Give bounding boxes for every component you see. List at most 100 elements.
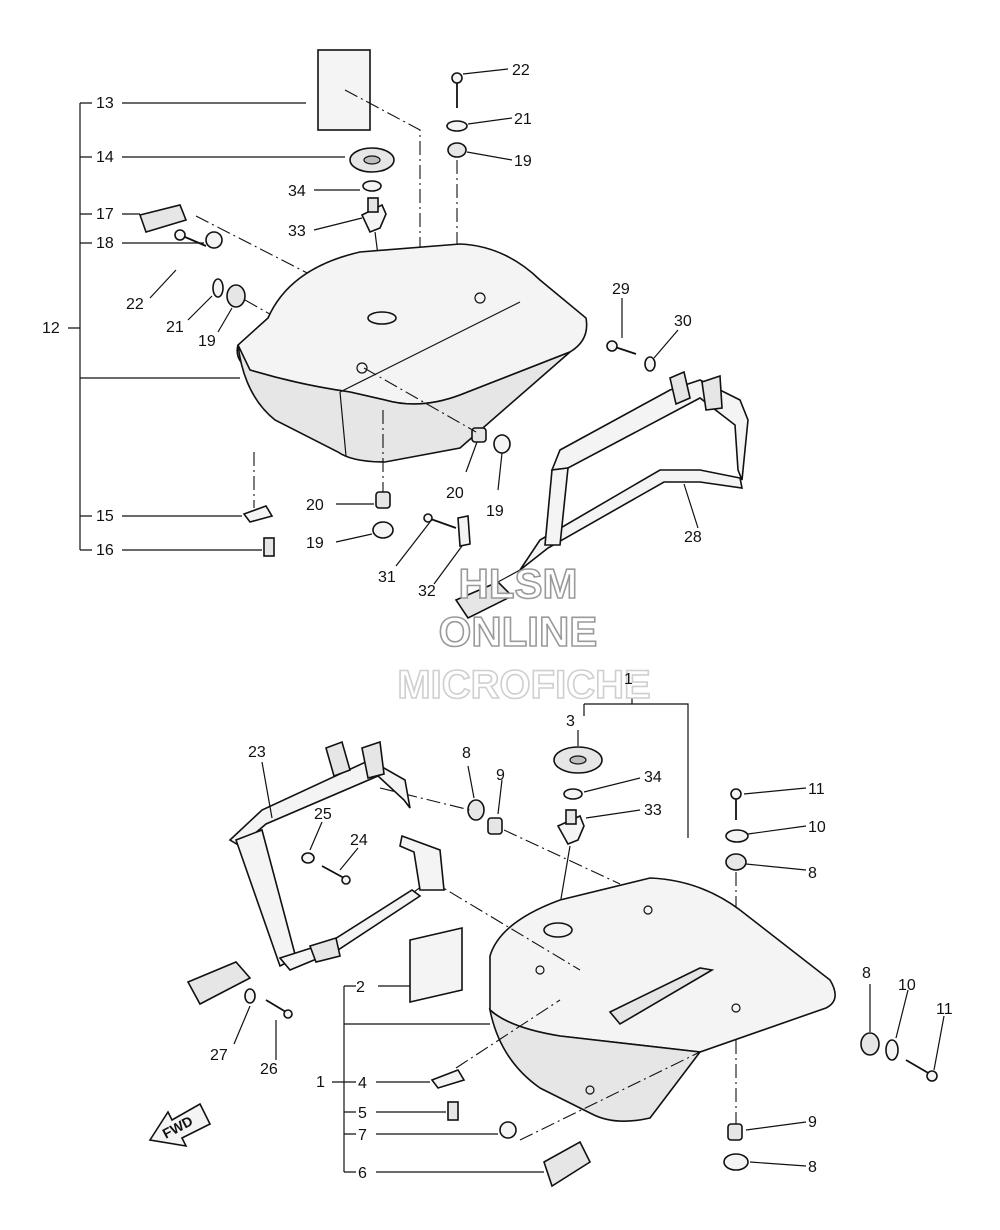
grommet-19-low: [372, 521, 394, 539]
saddlebag-right-mount-hole-3: [731, 1003, 741, 1013]
watermark-line2: ONLINE: [439, 608, 598, 655]
watermark-line1: HLSM: [459, 560, 578, 607]
saddlebag-right-case: [488, 1007, 702, 1122]
bracket-28-tab-1: [669, 370, 691, 406]
saddlebag-left-seam: [339, 301, 521, 457]
grommet-8-bottom: [723, 1153, 749, 1171]
callout-2: 2: [356, 979, 365, 996]
callout-18: 18: [96, 235, 114, 252]
callout-20-low: 20: [306, 497, 324, 514]
group-1-bottom-bracket: [332, 985, 356, 1173]
leader-21b: [187, 295, 213, 321]
grommet-8-upper: [467, 799, 485, 821]
callout-20-mid: 20: [446, 485, 464, 502]
washer-25: [301, 852, 315, 864]
screw-5: [447, 1101, 459, 1121]
callout-19-left: 19: [198, 333, 216, 350]
bolt-31: [427, 517, 457, 529]
grommet-19-top: [447, 142, 467, 158]
plate-32: [457, 515, 471, 547]
leaders-mid-hardware: [465, 441, 503, 491]
lock-33-cylinder: [367, 197, 379, 213]
collar-9-upper: [487, 817, 503, 835]
callout-1-top: 1: [624, 671, 633, 688]
callout-21-left: 21: [166, 319, 184, 336]
washer-27: [244, 988, 256, 1004]
o-ring-34: [362, 180, 382, 192]
leader-28: [683, 483, 699, 529]
bracket-28-foot-plate: [454, 581, 514, 620]
saddlebag-left-mount-hole: [474, 292, 486, 304]
bolt-29-head: [606, 340, 618, 352]
callout-16: 16: [96, 542, 114, 559]
washer-10-top: [725, 829, 749, 843]
upper-assembly: [68, 49, 749, 620]
callout-8-upper: 8: [462, 745, 471, 762]
callout-15: 15: [96, 508, 114, 525]
saddlebag-right-mount-hole-4: [585, 1085, 595, 1095]
saddlebag-left-case: [237, 344, 571, 463]
callout-24: 24: [350, 832, 368, 849]
callout-33-upper: 33: [288, 223, 306, 240]
bracket-28-strut: [544, 467, 569, 546]
leaders-top-hardware: [462, 68, 513, 161]
nut-7: [499, 1121, 517, 1139]
bracket-23-tab-3: [308, 936, 341, 963]
callout-14: 14: [96, 149, 114, 166]
washer-21-top: [446, 120, 468, 132]
callout-9-bottom: 9: [808, 1114, 817, 1131]
nut-18: [205, 231, 223, 249]
saddlebag-right-mount-hole-2: [535, 965, 545, 975]
bolt-22-left-head: [174, 229, 186, 241]
leaders-bottom-right-hardware: [745, 1121, 807, 1167]
grommet-19-mid: [493, 434, 511, 454]
callout-8-bottom: 8: [808, 1159, 817, 1176]
leaders-side-right-hardware: [869, 984, 945, 1071]
collar-9-bottom: [727, 1123, 743, 1141]
lock-33-lower-cylinder: [565, 809, 577, 825]
bolt-11-side: [905, 1059, 931, 1075]
collar-20-low: [375, 491, 391, 509]
callout-32: 32: [418, 583, 436, 600]
bolt-31-head: [423, 513, 433, 523]
callout-6: 6: [358, 1165, 367, 1182]
bolt-22-top-head: [451, 72, 463, 84]
washer-10-side: [885, 1039, 899, 1061]
callout-1-bottom: 1: [316, 1074, 325, 1091]
callout-13: 13: [96, 95, 114, 112]
leaders-26-27: [233, 1005, 277, 1060]
watermark: HLSM ONLINE MICROFICHE: [397, 559, 652, 708]
sticker-13: [317, 49, 371, 131]
fwd-arrow-shape: [148, 1102, 212, 1148]
lower-assembly: [148, 684, 945, 1188]
leaders-24-25: [309, 821, 359, 871]
saddlebag-right-key-hole: [543, 922, 573, 938]
leader-33b: [585, 809, 641, 819]
callout-5: 5: [358, 1105, 367, 1122]
callout-21-top: 21: [514, 111, 532, 128]
bolt-26: [265, 999, 287, 1013]
ref-line-13: [344, 89, 421, 360]
bolt-11-top-head: [730, 788, 742, 800]
callout-11-top: 11: [808, 781, 825, 798]
leaders-low-hardware: [335, 503, 374, 543]
bracket-28-tab-2: [701, 374, 723, 411]
bracket-28-upper-rail: [550, 379, 749, 481]
bolt-26-head: [283, 1009, 293, 1019]
watermark-line3: MICROFICHE: [397, 663, 650, 707]
saddlebag-right-mount-hole: [643, 905, 653, 915]
bracket-23-tab-2: [361, 740, 385, 779]
stay-4: [430, 1069, 466, 1089]
leader-22b: [149, 269, 177, 299]
bolt-24-head: [341, 875, 351, 885]
bolt-11-side-head: [926, 1070, 938, 1082]
callout-7: 7: [358, 1127, 367, 1144]
leaders-29-30: [621, 298, 679, 359]
callout-26: 26: [260, 1061, 278, 1078]
bracket-23-foot-plate: [186, 961, 252, 1006]
leader-34b: [583, 777, 641, 793]
bracket-23-tab-1: [325, 740, 351, 778]
callout-12: 12: [42, 320, 60, 337]
grommet-8-top: [725, 853, 747, 871]
